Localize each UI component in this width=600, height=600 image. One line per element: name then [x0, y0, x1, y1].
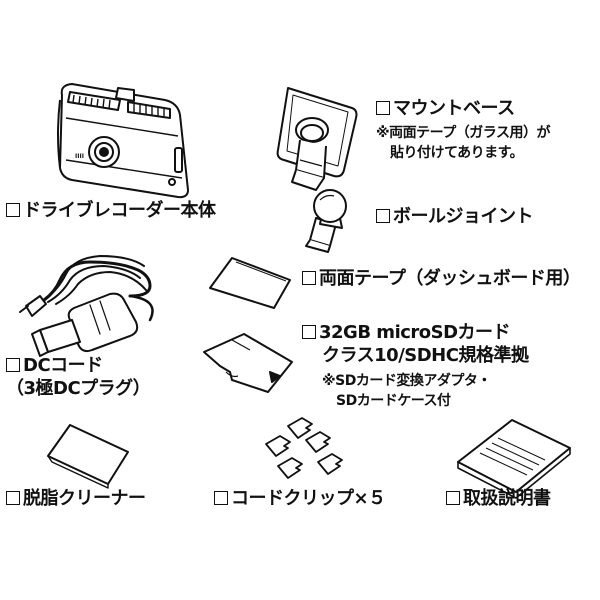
cord-clips-illustration: [265, 417, 343, 479]
sd-card-label-text: 32GB microSDカード: [319, 322, 511, 343]
dc-cord-label-text: DCコード: [23, 355, 103, 376]
ball-joint-label: ボールジョイント: [376, 206, 534, 228]
recorder-checkbox: [6, 203, 20, 217]
mount-base-note-1: ※両面テープ（ガラス用）が: [376, 125, 551, 141]
cleaner-label-text: 脱脂クリーナー: [23, 488, 146, 509]
cleaner-label: 脱脂クリーナー: [6, 488, 146, 510]
recorder-label-text: ドライブレコーダー本体: [23, 200, 216, 221]
manual-label: 取扱説明書: [446, 488, 551, 510]
manual-label-text: 取扱説明書: [463, 488, 551, 509]
svg-text:IIII: IIII: [75, 153, 84, 160]
ball-joint-checkbox: [376, 209, 390, 223]
mount-base-checkbox: [376, 101, 390, 115]
sd-card-label: 32GB microSDカード: [302, 322, 511, 344]
sd-card-label-2: クラス10/SDHC規格準拠: [322, 345, 529, 366]
manual-checkbox: [446, 491, 460, 505]
tape-label: 両面テープ（ダッシュボード用）: [302, 268, 581, 290]
clips-label: コードクリップ×５: [214, 488, 386, 510]
sd-card-note-1: ※SDカード変換アダプタ・: [322, 373, 491, 389]
tape-checkbox: [302, 271, 316, 285]
sd-card-checkbox: [302, 325, 316, 339]
cleaner-illustration: [47, 424, 129, 489]
sd-card-illustration: [203, 333, 293, 393]
recorder-label: ドライブレコーダー本体: [6, 200, 216, 222]
dc-cord-label-2: （3極DCプラグ）: [6, 378, 151, 399]
mount-base-label-text: マウントベース: [393, 98, 515, 119]
mount-base-label: マウントベース: [376, 98, 515, 120]
dc-cord-illustration: [19, 255, 154, 357]
tape-label-text: 両面テープ（ダッシュボード用）: [319, 268, 581, 289]
manual-illustration: [457, 419, 571, 499]
ball-joint-label-text: ボールジョイント: [393, 206, 534, 227]
sd-card-note-2: SDカードケース付: [336, 393, 451, 409]
dc-cord-label: DCコード: [6, 355, 103, 377]
dc-cord-checkbox: [6, 358, 20, 372]
mount-base-illustration: [276, 87, 358, 191]
tape-illustration: [209, 257, 291, 309]
clips-checkbox: [214, 491, 228, 505]
dashcam-illustration: IIII: [57, 83, 189, 199]
mount-base-note-2: 貼り付けてあります。: [390, 145, 524, 161]
clips-label-text: コードクリップ×５: [231, 488, 386, 509]
ball-joint-illustration: [305, 189, 347, 253]
cleaner-checkbox: [6, 491, 20, 505]
